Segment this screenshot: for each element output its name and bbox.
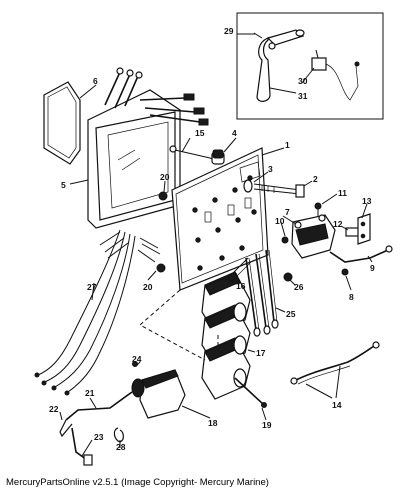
callout-18: 18: [208, 418, 218, 428]
copyright-caption: MercuryPartsOnline v2.5.1 (Image Copyrig…: [6, 477, 269, 488]
link-rod-and-bushing: [169, 145, 225, 165]
callout-27: 27: [87, 282, 97, 292]
solenoid-assembly: [281, 202, 393, 276]
callout-16: 16: [236, 281, 246, 291]
bolt-and-washer: [243, 179, 305, 198]
callout-13: 13: [362, 196, 372, 206]
callout-6: 6: [93, 76, 98, 86]
mounting-plate: [171, 147, 269, 291]
callout-5: 5: [61, 180, 66, 190]
rectifier-assembly: [59, 361, 186, 466]
callout-25: 25: [286, 309, 296, 319]
nut-20-upper: [158, 191, 168, 201]
callout-17: 17: [256, 348, 266, 358]
callout-20-lower: 20: [143, 282, 153, 292]
leader-lines: [59, 32, 373, 457]
callout-28: 28: [116, 442, 126, 452]
callout-26: 26: [294, 282, 304, 292]
callout-10: 10: [275, 216, 285, 226]
callout-23: 23: [94, 432, 104, 442]
inset-detail-box: [236, 12, 384, 120]
callout-20-upper: 20: [160, 172, 170, 182]
callout-31: 31: [298, 91, 308, 101]
callout-11: 11: [338, 188, 347, 198]
callout-4: 4: [232, 128, 237, 138]
callout-24: 24: [132, 354, 142, 364]
callout-1: 1: [285, 140, 290, 150]
nut-20-lower: [156, 263, 166, 273]
wiring-harness: [34, 229, 161, 396]
callout-19: 19: [262, 420, 272, 430]
callout-29: 29: [224, 26, 234, 36]
long-bolt: [234, 377, 267, 408]
switch-box-assembly: [43, 67, 209, 229]
callout-7: 7: [285, 207, 290, 217]
callout-15: 15: [195, 128, 205, 138]
callout-30: 30: [298, 76, 308, 86]
callout-8: 8: [349, 292, 354, 302]
callout-12: 12: [333, 219, 343, 229]
callout-21: 21: [85, 388, 95, 398]
callout-labels: 29 30 31 6 5 15 4 1 3 2 11 13 7 12 10 9 …: [49, 26, 375, 452]
callout-14: 14: [332, 400, 342, 410]
ground-straps: [245, 249, 293, 337]
ignition-coils: [201, 257, 252, 400]
battery-cables: [290, 341, 380, 385]
callout-22: 22: [49, 404, 59, 414]
callout-2: 2: [313, 174, 318, 184]
callout-3: 3: [268, 164, 273, 174]
alignment-line-left: [139, 289, 206, 361]
callout-9: 9: [370, 263, 375, 273]
